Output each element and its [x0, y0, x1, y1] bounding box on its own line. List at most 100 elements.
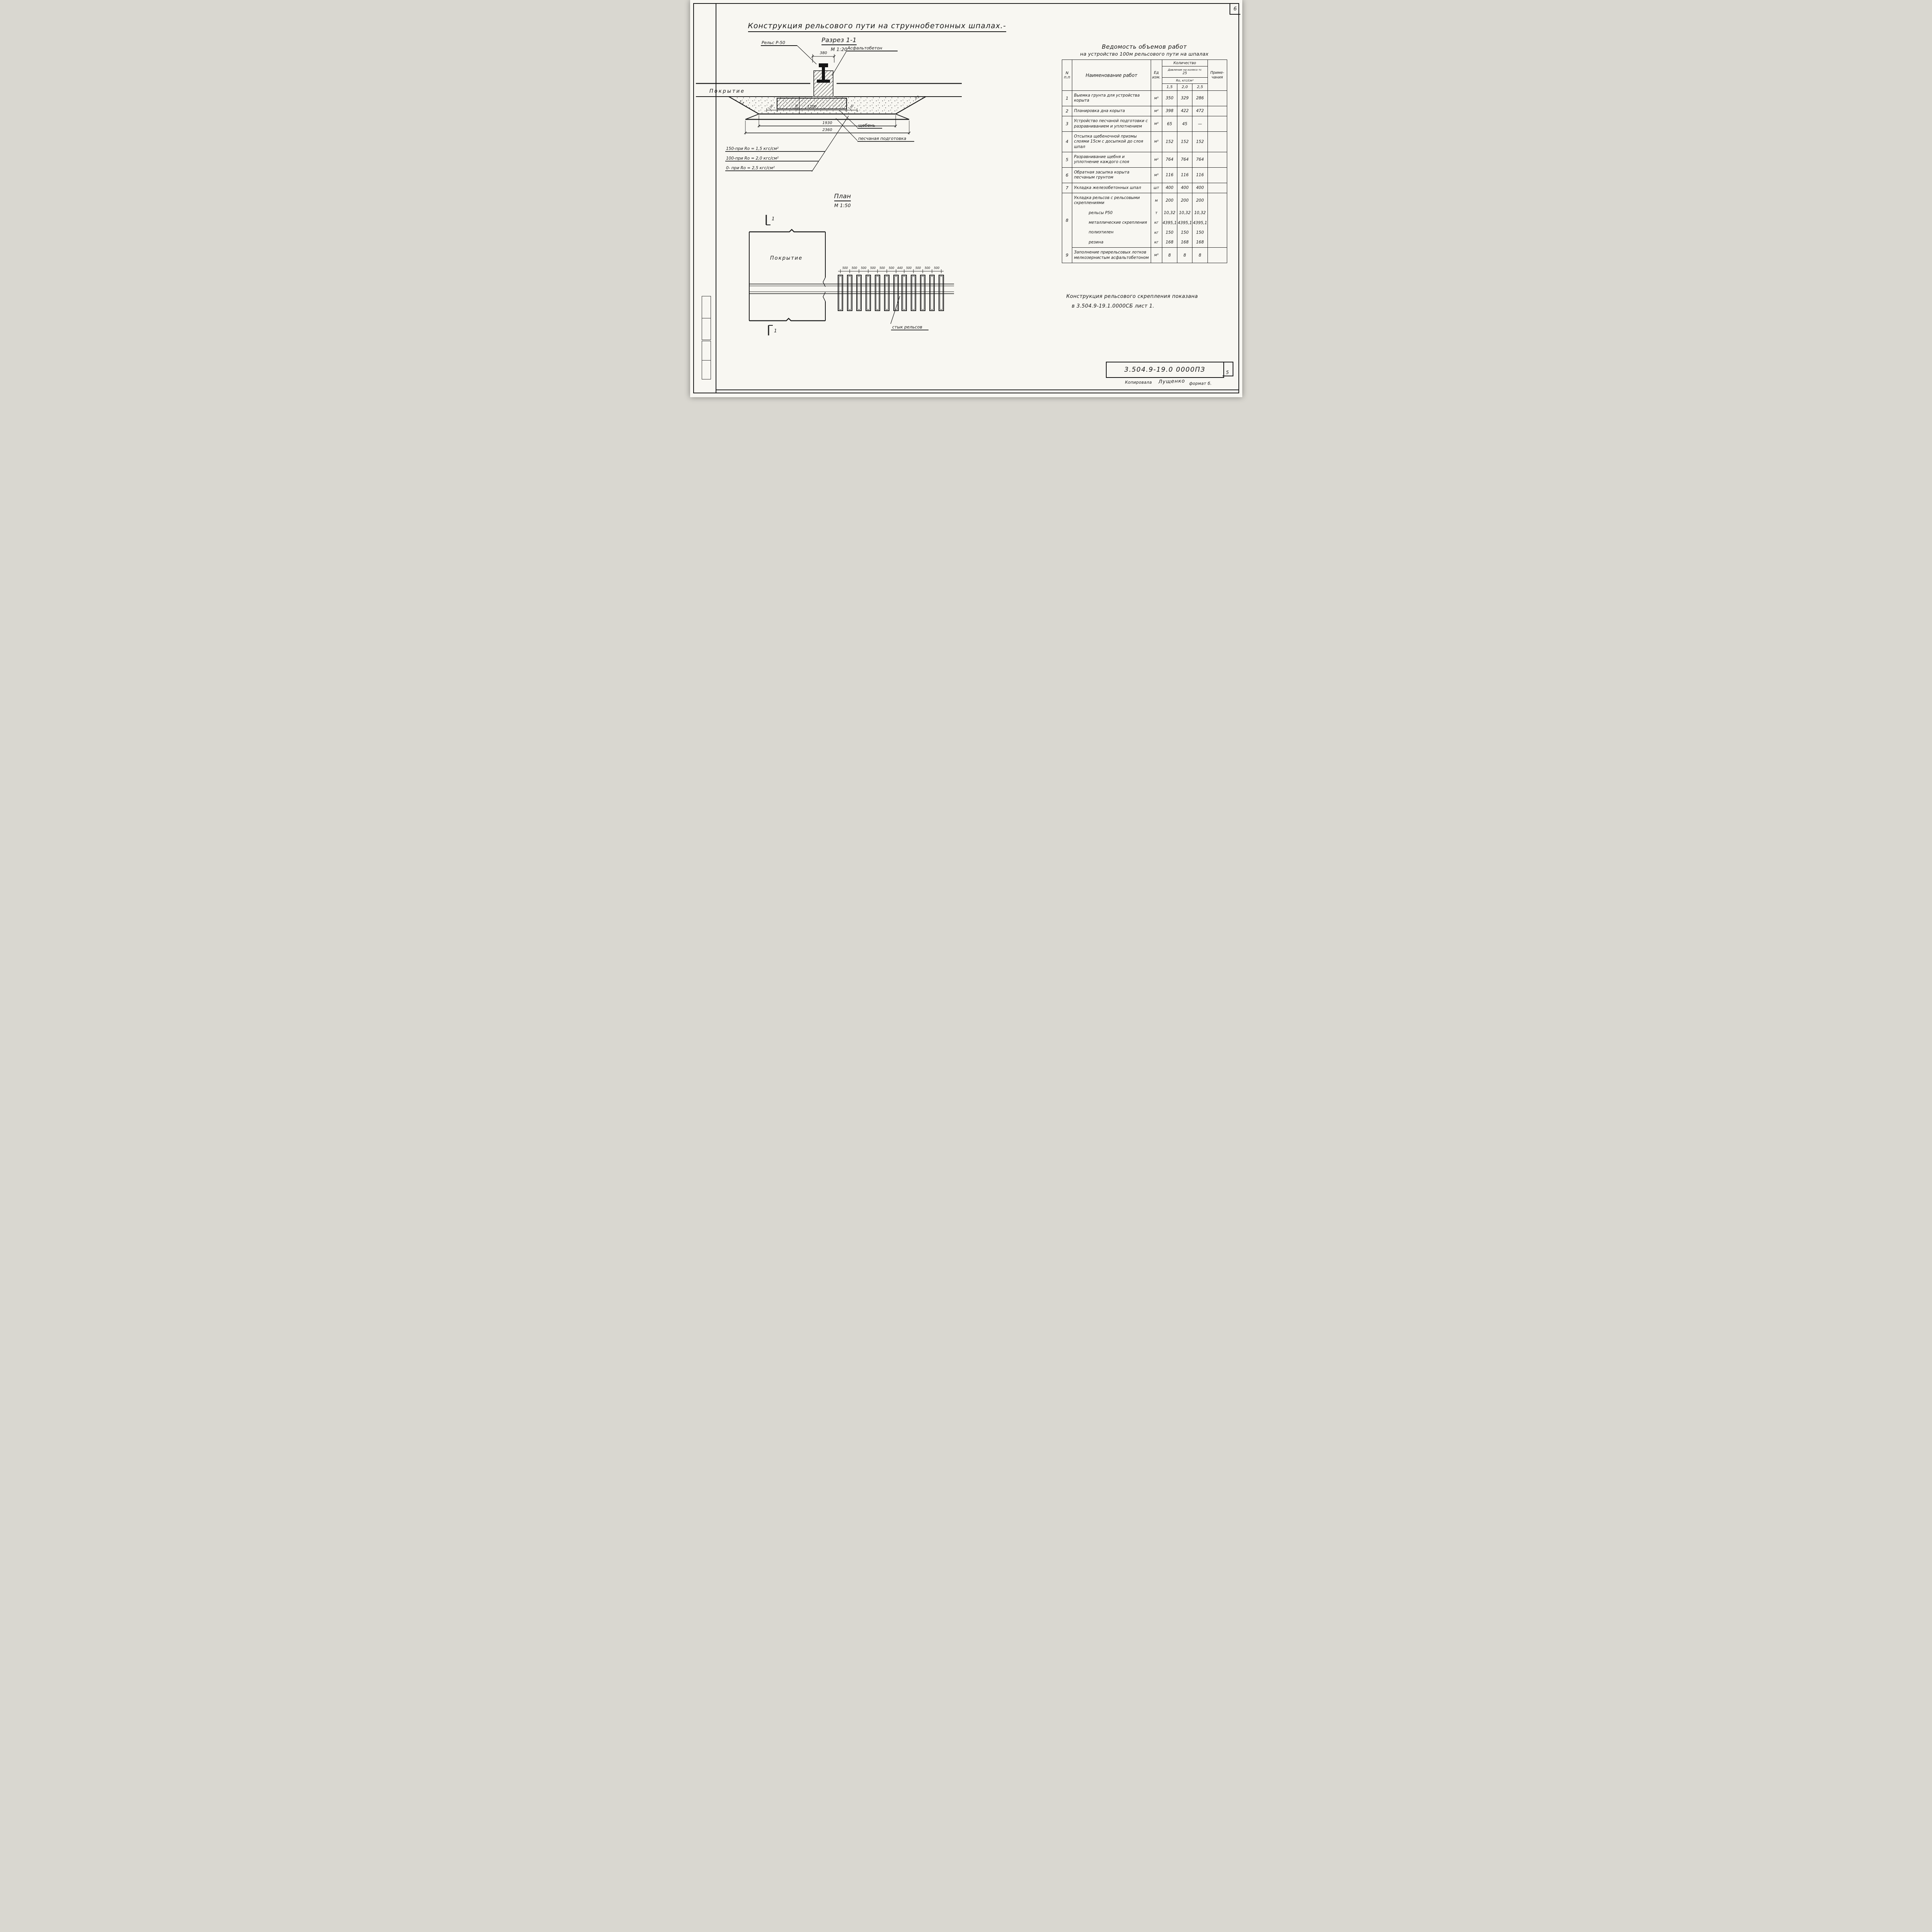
cell-v25: 116	[1192, 167, 1208, 183]
dim-1930: 1930	[822, 121, 832, 125]
cell-unit: м³	[1150, 131, 1162, 153]
cell-v25: 152	[1192, 131, 1208, 153]
table-title-line1: Ведомость объемов работ	[1102, 43, 1187, 50]
cell-unit: м²	[1150, 105, 1162, 117]
bottom-frame-line	[715, 389, 1239, 390]
table-row: резина кг 168 168 168	[1062, 237, 1227, 248]
table-row: полиэтилен кг 150 150 150	[1062, 227, 1227, 238]
cell-name: Разравнивание щебня и уплотнение каждого…	[1072, 152, 1151, 168]
cell-unit: шт	[1150, 182, 1162, 193]
cell-v25: 764	[1192, 152, 1208, 168]
cell-note	[1207, 247, 1227, 263]
cell-name: металлические скрепления	[1072, 218, 1151, 228]
sheet-number-box: 5	[1222, 362, 1233, 376]
dim-380: 380	[820, 51, 827, 55]
note-r20: 100-при Rо = 2,0 кгс/см²	[726, 156, 779, 161]
cell-v15: 168	[1162, 237, 1177, 248]
cell-name: резина	[1072, 237, 1151, 248]
sand-label: песчаная подготовка	[858, 136, 906, 141]
cell-name: Устройство песчаной подготовки с разравн…	[1072, 116, 1151, 132]
cell-note	[1207, 131, 1227, 153]
title-block: 3.504.9-19.0 0000ПЗ	[1105, 362, 1224, 378]
cell-v20: 400	[1177, 182, 1193, 193]
spacing-label: 500	[888, 266, 894, 270]
header-name: Наименование работ	[1072, 60, 1151, 91]
cell-note	[1207, 90, 1227, 106]
cell-num: 4	[1061, 131, 1073, 153]
cell-v20: 329	[1177, 90, 1193, 106]
plan-scale: М 1:50	[834, 203, 851, 208]
table-row: 8 Укладка рельсов с рельсовыми скреплени…	[1061, 192, 1227, 248]
cell-v15: 400	[1162, 182, 1177, 193]
cell-unit: м³	[1150, 247, 1162, 263]
cell-v15: 398	[1162, 105, 1177, 117]
plan-pavement-label: Покрытие	[770, 255, 803, 261]
header-col-1-5: 1,5	[1162, 83, 1177, 91]
cell-name: рельсы Р50	[1072, 208, 1151, 218]
cell-v25: 400	[1192, 182, 1208, 193]
table-row: металлические скрепления кг 4395,1 4395,…	[1062, 218, 1227, 228]
copied-by-signature: Лущенко	[1158, 378, 1185, 385]
note-r25: 0- при Rо = 2,5 кгс/см²	[726, 166, 775, 170]
section-title: Разрез 1-1	[821, 36, 857, 45]
spacing-label: 500	[879, 266, 885, 270]
cell-v15: 8	[1162, 247, 1177, 263]
plan-drawing: 1 1 Покрытие	[748, 215, 954, 335]
rail-head	[818, 63, 828, 67]
asphalt-label: Асфальтобетон	[847, 46, 882, 51]
cell-unit: т	[1150, 208, 1162, 218]
table-row: 6 Обратная засыпка корыта песчаным грунт…	[1061, 167, 1227, 183]
header-quantity: Количество	[1162, 60, 1208, 66]
cell-v20: 200	[1177, 192, 1193, 208]
dim-2360: 2360	[822, 128, 832, 132]
cell-num: 9	[1061, 247, 1073, 263]
cell-num: 5	[1061, 152, 1073, 168]
rail-base	[816, 80, 830, 83]
cell-v25: 472	[1192, 105, 1208, 117]
cell-v20: 45	[1177, 116, 1193, 132]
cell-num: 2	[1061, 105, 1073, 117]
cell-name: Укладка рельсов с рельсовыми скреплениям…	[1072, 192, 1151, 208]
sleeper-spacings: 500 500 500 500 500 500 440 500 500 500 …	[842, 266, 939, 270]
cell-v20: 8	[1177, 247, 1193, 263]
cell-name: Выемка грунта для устройства корыта	[1072, 90, 1151, 106]
cell-v15: 10,32	[1162, 208, 1177, 218]
table-row: 4 Отсыпка щебеночной призмы слоями 15см …	[1061, 131, 1227, 153]
table-row: рельсы Р50 т 10,32 10,32 10,32	[1062, 208, 1227, 218]
table-row: 2 Планировка дна корыта м² 398 422 472	[1061, 105, 1227, 117]
spacing-label: 500	[870, 266, 876, 270]
cell-note	[1207, 116, 1227, 132]
section-scale: М 1:20	[831, 47, 847, 52]
ballast-label: щебень	[858, 123, 875, 128]
table-row: 5 Разравнивание щебня и уплотнение каждо…	[1061, 152, 1227, 168]
ballast-area	[728, 97, 926, 114]
cell-note	[1207, 105, 1227, 117]
cell-unit: кг	[1150, 218, 1162, 228]
cell-v25: 200	[1192, 192, 1208, 208]
table-row: 1 Выемка грунта для устройства корыта м³…	[1061, 90, 1227, 106]
cell-v15: 4395,1	[1162, 218, 1177, 228]
cell-name: Отсыпка щебеночной призмы слоями 15см с …	[1072, 131, 1151, 153]
dim-depth: 305	[794, 104, 799, 111]
cell-v20: 152	[1177, 131, 1193, 153]
cell-unit: м	[1150, 192, 1162, 208]
fastening-note: Конструкция рельсового скрепления показа…	[1066, 292, 1198, 311]
spacing-label: 500	[924, 266, 930, 270]
cell-v25: 4395,1	[1192, 218, 1208, 228]
table-title-line2: на устройство 100м рельсового пути на шп…	[1080, 51, 1209, 57]
cell-note	[1207, 208, 1227, 218]
cell-v25: 286	[1192, 90, 1208, 106]
cell-num: 6	[1061, 167, 1073, 183]
cell-v15: 152	[1162, 131, 1177, 153]
table-row: 9 Заполнение прирельсовых лотков мелкозе…	[1061, 247, 1227, 263]
rail-joint-label: стык рельсов	[892, 325, 922, 330]
cell-v25: 150	[1192, 227, 1208, 238]
cell-unit: кг	[1150, 227, 1162, 238]
plan-title: План	[834, 192, 851, 201]
cell-unit: м³	[1150, 90, 1162, 106]
cell-name: Обратная засыпка корыта песчаным грунтом	[1072, 167, 1151, 183]
spacing-label: 500	[906, 266, 912, 270]
cell-v15: 116	[1162, 167, 1177, 183]
